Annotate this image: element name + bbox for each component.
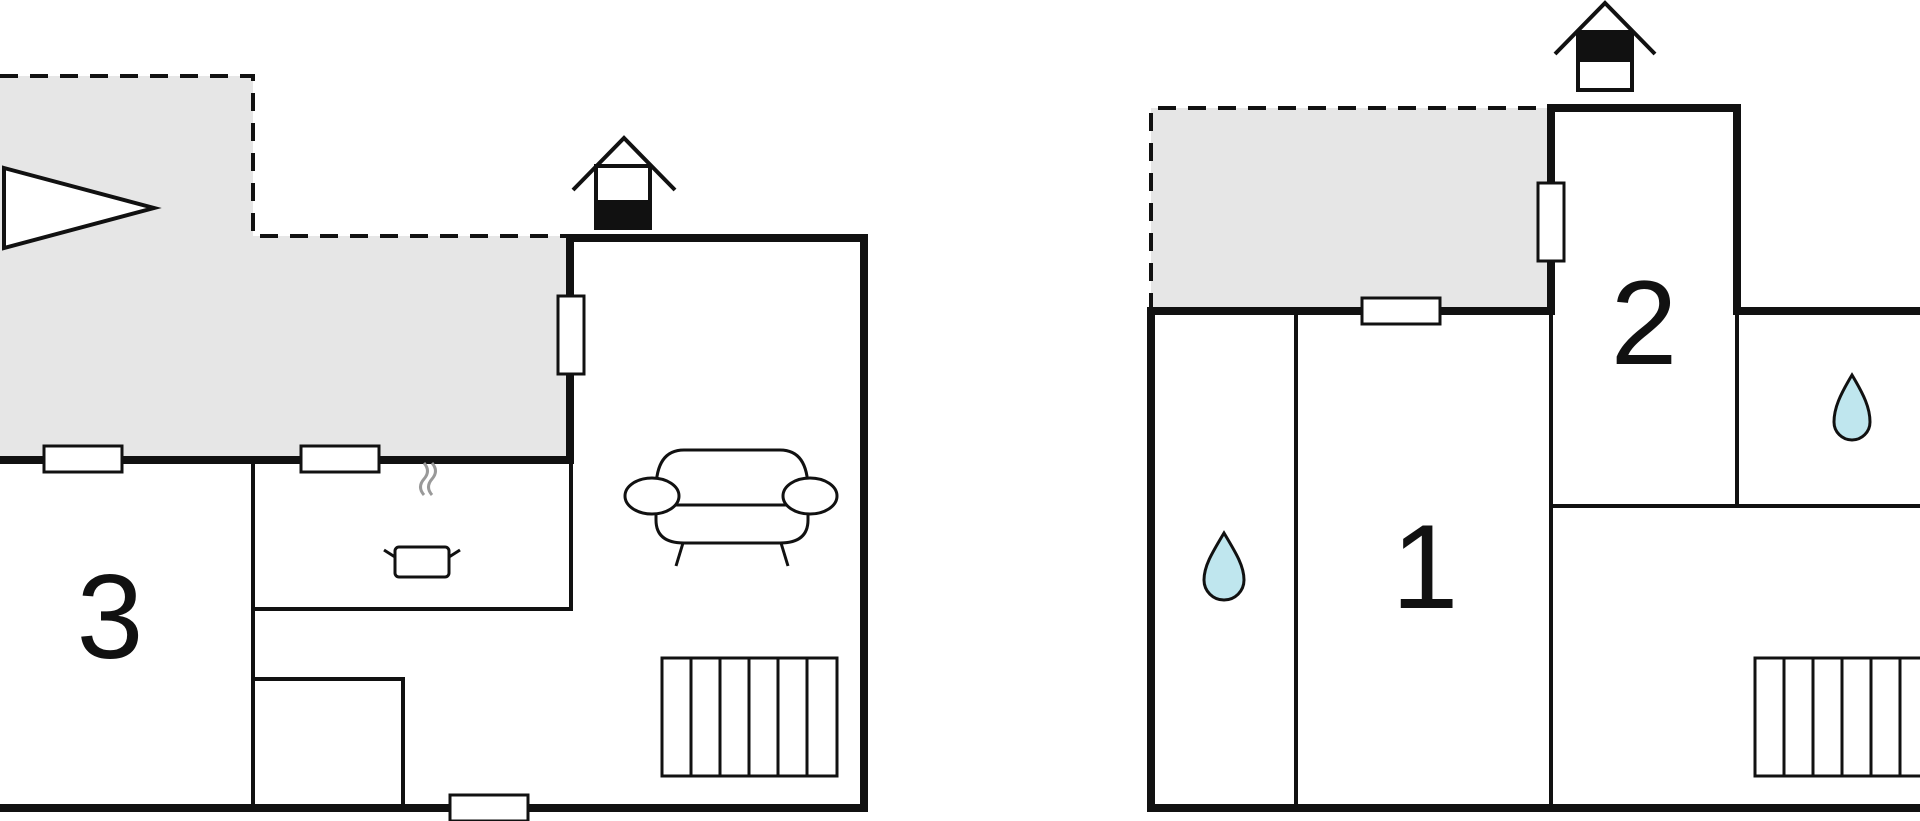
window <box>42 444 124 474</box>
house-outline-icon <box>571 135 677 230</box>
right-floor: 1 2 <box>1147 0 1920 812</box>
entrance-arrow-icon <box>2 165 162 251</box>
window <box>556 294 586 376</box>
interior-walls-left <box>251 460 573 808</box>
windows-left <box>42 294 586 821</box>
sofa-icon <box>623 448 839 567</box>
staircase-icon <box>1753 656 1920 778</box>
outer-wall-left <box>0 234 868 812</box>
left-floor: 3 <box>0 74 868 821</box>
terrace-dashed-outline-right <box>1149 106 1551 311</box>
terrace-area-left <box>0 76 570 460</box>
window <box>299 444 381 474</box>
window <box>1360 296 1442 326</box>
window <box>448 793 530 821</box>
water-drop-icon <box>1832 372 1872 442</box>
interior-walls-right <box>1294 311 1920 808</box>
staircase-icon <box>660 656 839 778</box>
terrace-dashed-outline-left <box>0 74 570 238</box>
water-drop-icon <box>1202 530 1246 602</box>
cooking-pot-icon <box>383 462 461 579</box>
terrace-area-right <box>1151 108 1551 311</box>
windows-right <box>1360 181 1566 326</box>
window <box>1536 181 1566 263</box>
room-label-2: 2 <box>1611 256 1678 390</box>
house-outline-icon <box>1553 0 1657 92</box>
room-label-1: 1 <box>1392 500 1459 634</box>
room-label-3: 3 <box>77 550 144 684</box>
